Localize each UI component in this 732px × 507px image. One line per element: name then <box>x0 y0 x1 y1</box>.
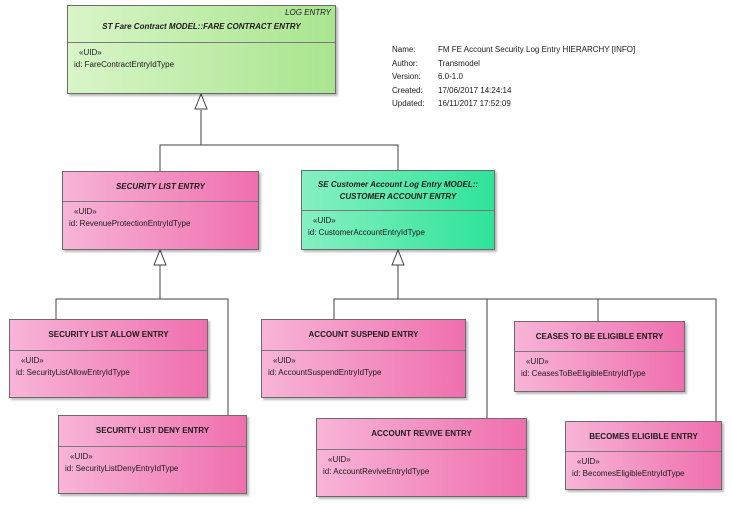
class-attributes: «UID» id: RevenueProtectionEntryIdType <box>63 202 258 230</box>
inheritance-arrow-customer-account <box>391 248 405 266</box>
class-title: SECURITY LIST ENTRY <box>115 181 206 191</box>
class-title: BECOMES ELIGIBLE ENTRY <box>589 431 698 441</box>
class-header: SECURITY LIST DENY ENTRY <box>59 416 246 447</box>
class-title: ST Fare Contract MODEL::FARE CONTRACT EN… <box>102 22 301 31</box>
uid-stereotype: «UID» <box>273 356 296 365</box>
connector-allow-to-security-list <box>55 265 161 319</box>
class-title: SECURITY LIST DENY ENTRY <box>95 426 210 435</box>
id-attribute: id: SecurityListAllowEntryIdType <box>16 368 130 377</box>
class-header: CEASES TO BE ELIGIBLE ENTRY <box>515 322 684 352</box>
class-attributes: «UID» id: BecomesEligibleEntryIdType <box>566 452 721 480</box>
inheritance-arrow-fare-contract <box>194 92 208 110</box>
uid-stereotype: «UID» <box>577 457 600 466</box>
class-security-list-entry[interactable]: SECURITY LIST ENTRY «UID» id: RevenuePro… <box>62 171 259 250</box>
id-attribute: id: SecurityListDenyEntryIdType <box>65 464 179 473</box>
class-attributes: «UID» id: CeasesToBeEligibleEntryIdType <box>515 352 684 380</box>
class-attributes: «UID» id: SecurityListAllowEntryIdType <box>10 351 207 379</box>
connector-customer-account-to-fare-contract <box>201 144 399 170</box>
class-attributes: «UID» id: FareContractEntryIdType <box>68 43 335 71</box>
class-ceases-to-be-eligible-entry[interactable]: CEASES TO BE ELIGIBLE ENTRY «UID» id: Ce… <box>514 321 685 392</box>
info-row-name: Name:FM FE Account Security Log Entry HI… <box>392 45 636 54</box>
class-header: ACCOUNT SUSPEND ENTRY <box>262 320 465 351</box>
info-row-updated: Updated:16/11/2017 17:52:09 <box>392 99 511 108</box>
uid-stereotype: «UID» <box>21 356 44 365</box>
info-row-author: Author:Transmodel <box>392 58 480 68</box>
class-becomes-eligible-entry[interactable]: BECOMES ELIGIBLE ENTRY «UID» id: Becomes… <box>565 421 722 490</box>
info-row-created: Created:17/06/2017 14:24:14 <box>392 85 512 95</box>
uid-stereotype: «UID» <box>328 455 351 464</box>
class-security-list-deny-entry[interactable]: SECURITY LIST DENY ENTRY «UID» id: Secur… <box>58 415 247 494</box>
class-account-revive-entry[interactable]: ACCOUNT REVIVE ENTRY «UID» id: AccountRe… <box>316 418 527 497</box>
id-attribute: id: BecomesEligibleEntryIdType <box>572 469 685 478</box>
class-title: ACCOUNT REVIVE ENTRY <box>371 429 472 438</box>
id-attribute: id: FareContractEntryIdType <box>74 60 175 69</box>
inheritance-arrow-security-list <box>153 248 167 266</box>
connector-suspend-to-customer-account <box>333 264 399 319</box>
uid-stereotype: «UID» <box>526 357 549 366</box>
uid-stereotype: «UID» <box>79 48 102 57</box>
uid-stereotype: «UID» <box>70 452 93 461</box>
class-header: SECURITY LIST ENTRY <box>63 172 258 202</box>
diagram-info: Name:FM FE Account Security Log Entry HI… <box>392 43 635 111</box>
class-fare-contract-entry[interactable]: LOG ENTRY ST Fare Contract MODEL::FARE C… <box>67 5 336 94</box>
class-attributes: «UID» id: CustomerAccountEntryIdType <box>302 211 494 239</box>
id-attribute: id: RevenueProtectionEntryIdType <box>69 219 191 228</box>
class-header: SECURITY LIST ALLOW ENTRY <box>10 320 207 351</box>
log-entry-stereotype: LOG ENTRY <box>285 8 331 17</box>
class-title: CUSTOMER ACCOUNT ENTRY <box>339 191 457 201</box>
id-attribute: id: CeasesToBeEligibleEntryIdType <box>521 369 646 378</box>
info-row-version: Version:6.0-1.0 <box>392 72 463 81</box>
id-attribute: id: AccountSuspendEntryIdType <box>268 368 382 377</box>
class-header: SE Customer Account Log Entry MODEL:: CU… <box>302 171 494 211</box>
class-attributes: «UID» id: AccountSuspendEntryIdType <box>262 351 465 379</box>
connector-deny-to-security-list <box>160 298 229 415</box>
id-attribute: id: AccountReviveEntryIdType <box>323 467 430 476</box>
uid-stereotype: «UID» <box>74 207 97 216</box>
class-customer-account-entry[interactable]: SE Customer Account Log Entry MODEL:: CU… <box>301 170 495 250</box>
connector-security-list-to-fare-contract <box>159 110 202 171</box>
class-title: SECURITY LIST ALLOW ENTRY <box>48 330 169 339</box>
id-attribute: id: CustomerAccountEntryIdType <box>308 228 425 237</box>
uid-stereotype: «UID» <box>313 216 336 225</box>
class-title-package: SE Customer Account Log Entry MODEL:: <box>317 179 479 189</box>
connector-ceases-to-customer-account <box>398 298 599 321</box>
class-title: CEASES TO BE ELIGIBLE ENTRY <box>535 331 664 341</box>
class-attributes: «UID» id: SecurityListDenyEntryIdType <box>59 447 246 475</box>
class-header: LOG ENTRY ST Fare Contract MODEL::FARE C… <box>68 6 335 43</box>
class-account-suspend-entry[interactable]: ACCOUNT SUSPEND ENTRY «UID» id: AccountS… <box>261 319 466 398</box>
class-header: ACCOUNT REVIVE ENTRY <box>317 419 526 450</box>
class-header: BECOMES ELIGIBLE ENTRY <box>566 422 721 452</box>
connector-becomes-to-customer-account <box>398 298 717 421</box>
class-attributes: «UID» id: AccountReviveEntryIdType <box>317 450 526 478</box>
class-title: ACCOUNT SUSPEND ENTRY <box>308 330 419 339</box>
class-security-list-allow-entry[interactable]: SECURITY LIST ALLOW ENTRY «UID» id: Secu… <box>9 319 208 398</box>
